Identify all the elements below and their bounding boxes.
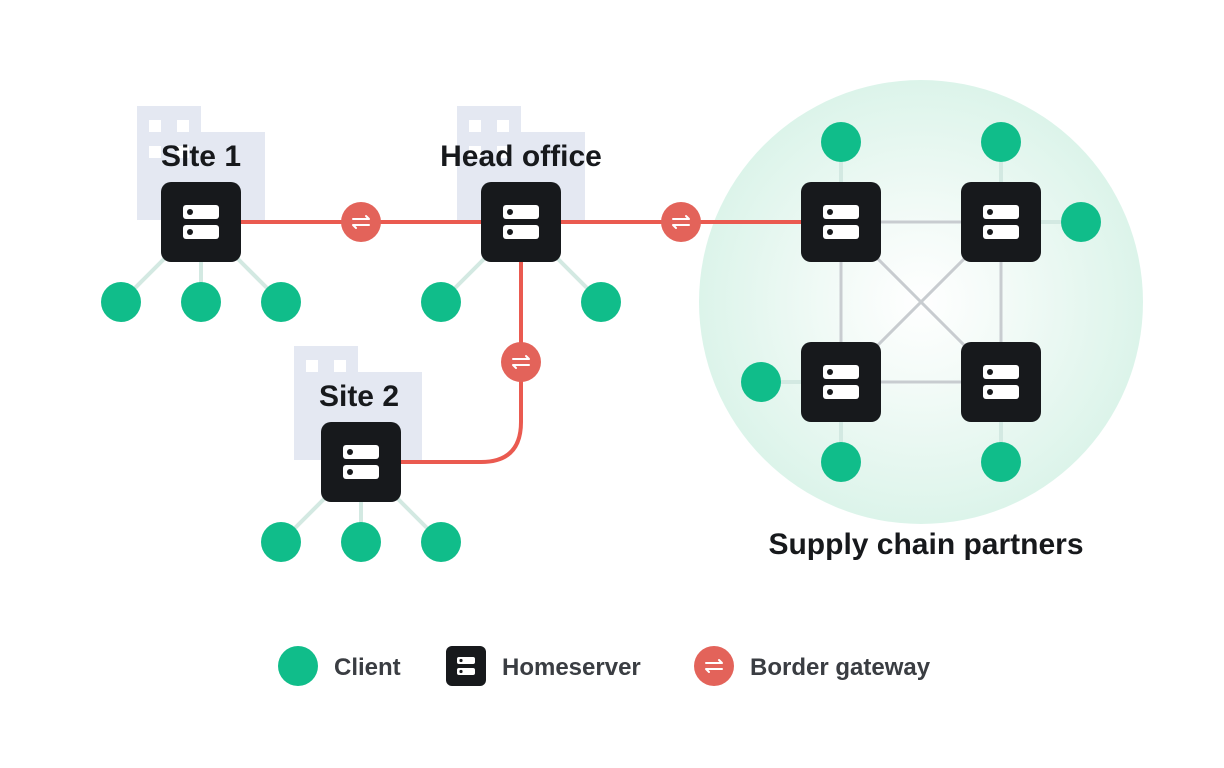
client-node	[581, 282, 621, 322]
client-node	[341, 522, 381, 562]
homeserver-partner-1	[801, 182, 881, 262]
site1-label: Site 1	[161, 140, 241, 173]
homeserver-partner-4	[961, 342, 1041, 422]
homeserver-site1	[161, 182, 241, 262]
building-windows	[149, 120, 509, 372]
client-node	[181, 282, 221, 322]
client-node	[261, 282, 301, 322]
client-node	[1061, 202, 1101, 242]
client-node	[821, 442, 861, 482]
legend-homeserver-label: Homeserver	[502, 654, 641, 681]
head-office-label: Head office	[440, 140, 602, 173]
homeserver-site2	[321, 422, 401, 502]
clients	[101, 122, 1101, 562]
homeserver-head-office	[481, 182, 561, 262]
legend-gateway-label: Border gateway	[750, 654, 931, 681]
legend-homeserver-icon	[446, 646, 486, 686]
client-node	[421, 522, 461, 562]
legend: Client Homeserver Border gateway	[278, 646, 931, 686]
client-node	[261, 522, 301, 562]
client-node	[101, 282, 141, 322]
homeserver-partner-3	[801, 342, 881, 422]
border-gateway-2	[661, 202, 701, 242]
client-node	[741, 362, 781, 402]
legend-gateway-icon	[694, 646, 734, 686]
border-gateway-3	[501, 342, 541, 382]
legend-client-icon	[278, 646, 318, 686]
client-node	[821, 122, 861, 162]
client-node	[981, 122, 1021, 162]
legend-client-label: Client	[334, 654, 401, 681]
site2-label: Site 2	[319, 380, 399, 413]
client-node	[981, 442, 1021, 482]
partners-label: Supply chain partners	[768, 528, 1083, 561]
homeserver-partner-2	[961, 182, 1041, 262]
client-node	[421, 282, 461, 322]
border-gateway-1	[341, 202, 381, 242]
